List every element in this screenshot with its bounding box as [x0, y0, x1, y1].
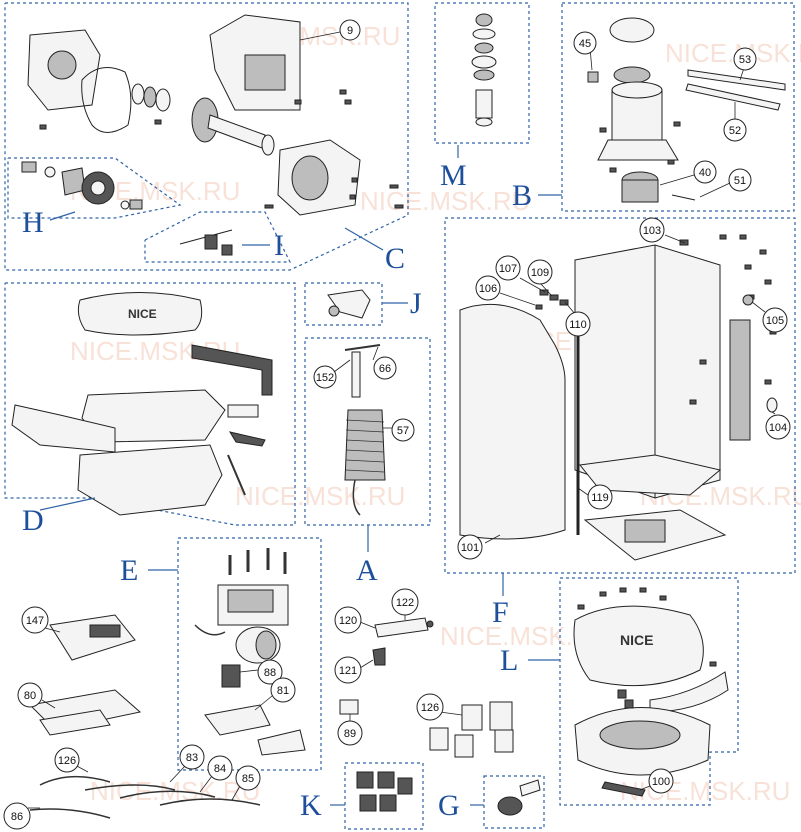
group-label-k: K [300, 789, 322, 822]
callout-83: 126 [58, 755, 76, 767]
group-label-l: L [500, 644, 518, 677]
callout-101: 101 [461, 542, 479, 554]
callout-51: 51 [734, 175, 746, 187]
callout-53: 53 [739, 54, 751, 66]
callout-81: 81 [277, 685, 289, 697]
callout-119: 119 [591, 492, 609, 504]
callout-110: 110 [569, 319, 587, 331]
group-a: 152 66 57 A [304, 337, 431, 587]
callout-121: 121 [339, 665, 357, 677]
middle-parts: 122 120 121 89 [334, 588, 434, 746]
callout-104: 104 [769, 422, 787, 434]
callout-66: 66 [379, 363, 391, 375]
callout-86: 85 [242, 773, 254, 785]
callout-100: 86 [11, 811, 23, 823]
group-label-h: H [22, 206, 44, 239]
group-j: J [304, 282, 422, 326]
group-h: H [7, 157, 182, 239]
callout-89: 89 [344, 728, 356, 740]
svg-text:NICE: NICE [128, 307, 157, 321]
loose-parts: 147 80 126 83 84 85 86 [3, 606, 261, 830]
group-l: NICE 100 L [500, 577, 739, 806]
group-f: 103 107 109 106 110 105 104 119 101 F [444, 217, 796, 629]
group-label-i: I [274, 229, 284, 262]
callout-88: 88 [264, 667, 276, 679]
callout-147: 147 [26, 615, 44, 627]
group-g: G [438, 775, 545, 829]
callout-40: 40 [699, 167, 711, 179]
group-label-c: C [385, 242, 405, 275]
svg-text:NICE: NICE [620, 632, 653, 648]
group-label-b: B [512, 179, 532, 212]
group-label-e: E [120, 554, 138, 587]
callout-105: 105 [766, 315, 784, 327]
group-label-m: M [440, 159, 467, 192]
group-label-g: G [438, 789, 460, 822]
group-label-d: D [22, 504, 44, 537]
callout-107: 107 [499, 263, 517, 275]
callout-126-label: 126 [421, 702, 439, 714]
connector-parts: 126 126 [416, 693, 514, 758]
group-e: 88 81 E [120, 537, 322, 771]
watermark-2: NICE.MSK.RU [665, 38, 801, 68]
callout-9: 9 [347, 25, 353, 37]
callout-122: 122 [396, 597, 414, 609]
group-d: NICE D [4, 282, 296, 537]
callout-57: 57 [397, 425, 409, 437]
callout-106: 106 [479, 283, 497, 295]
callout-45: 45 [579, 38, 591, 50]
group-label-f: F [492, 596, 509, 629]
callout-152: 152 [316, 372, 334, 384]
group-m: M [434, 2, 530, 192]
callout-85: 84 [214, 763, 226, 775]
callout-52: 52 [729, 125, 741, 137]
callout-103: 103 [643, 225, 661, 237]
group-label-j: J [410, 287, 422, 320]
group-i: I [144, 211, 291, 263]
group-c: 9 C [4, 2, 409, 275]
watermark-11: NICE.MSK.RU [620, 776, 790, 806]
callout-80: 80 [24, 690, 36, 702]
callout-84: 83 [186, 752, 198, 764]
watermark-7: NICE.MSK.RU [235, 481, 405, 511]
callout-109: 109 [531, 267, 549, 279]
callout-120: 120 [339, 615, 357, 627]
group-k: K [300, 762, 424, 830]
group-b: 45 53 52 40 51 B [512, 2, 795, 212]
watermark-4: NICE.MSK.RU [360, 186, 530, 216]
callout-133: 100 [652, 776, 670, 788]
group-label-a: A [356, 554, 378, 587]
